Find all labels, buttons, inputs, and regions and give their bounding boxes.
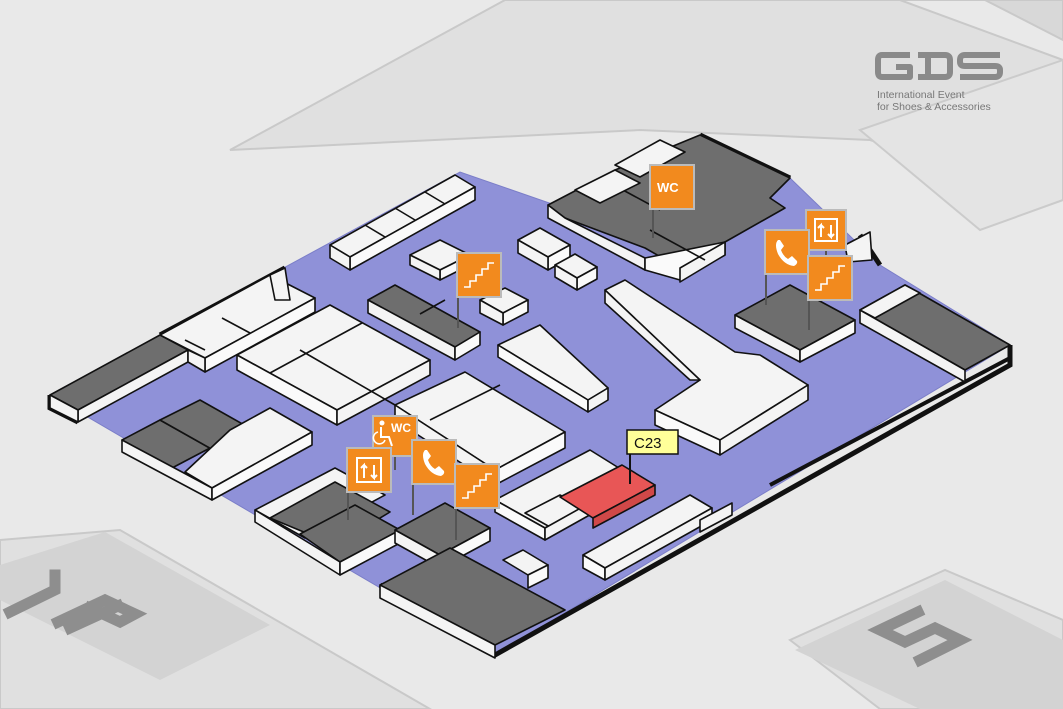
- stand-top-left-row[interactable]: [329, 174, 476, 271]
- stand-center-left-long[interactable]: [367, 284, 481, 361]
- stand-c23-group[interactable]: [494, 449, 733, 581]
- stand-bottom-center-dark[interactable]: [379, 547, 566, 659]
- logo-tagline-1: International Event: [877, 89, 965, 101]
- stand-big-white-1[interactable]: [236, 304, 431, 426]
- accessible-wc-icon: WC: [372, 420, 411, 447]
- logo-tagline-2: for Shoes & Accessories: [877, 101, 991, 113]
- wc-sign-top[interactable]: WC: [649, 164, 695, 238]
- stand-c23-label[interactable]: C23: [626, 429, 679, 484]
- stand-c23-label-text: C23: [634, 435, 662, 452]
- elevator-icon: [356, 457, 382, 483]
- hall-number-right: 5: [867, 604, 973, 668]
- stairs-sign-top[interactable]: [456, 252, 502, 328]
- stairs-sign-right[interactable]: [807, 255, 853, 330]
- stairs-icon: [464, 262, 494, 288]
- phone-icon: [423, 450, 445, 476]
- phone-sign-bottom[interactable]: [411, 439, 457, 515]
- stairs-sign-bottom[interactable]: [454, 463, 500, 540]
- hall-number-left: 10: [2, 569, 148, 636]
- stand-right-dark[interactable]: [734, 231, 1011, 383]
- stand-small-pair-2[interactable]: [517, 227, 598, 291]
- elevator-icon: [814, 218, 838, 242]
- accessible-wc-label: WC: [391, 421, 411, 435]
- stairs-icon: [462, 473, 492, 499]
- elevator-sign-bottom[interactable]: [346, 447, 392, 520]
- stand-left-middle[interactable]: [121, 399, 313, 501]
- stand-c23-highlighted[interactable]: [559, 464, 656, 529]
- phone-sign-right[interactable]: [764, 229, 810, 305]
- stand-wedge-1[interactable]: [497, 324, 609, 413]
- gds-logo: International Event for Shoes & Accessor…: [875, 52, 1003, 113]
- phone-icon: [776, 240, 798, 266]
- stand-left-wall[interactable]: [49, 267, 316, 423]
- stand-diagonal-long[interactable]: [604, 279, 809, 456]
- stairs-icon: [815, 265, 845, 291]
- wc-icon: WC: [657, 180, 679, 195]
- elevator-sign-right[interactable]: [805, 209, 847, 262]
